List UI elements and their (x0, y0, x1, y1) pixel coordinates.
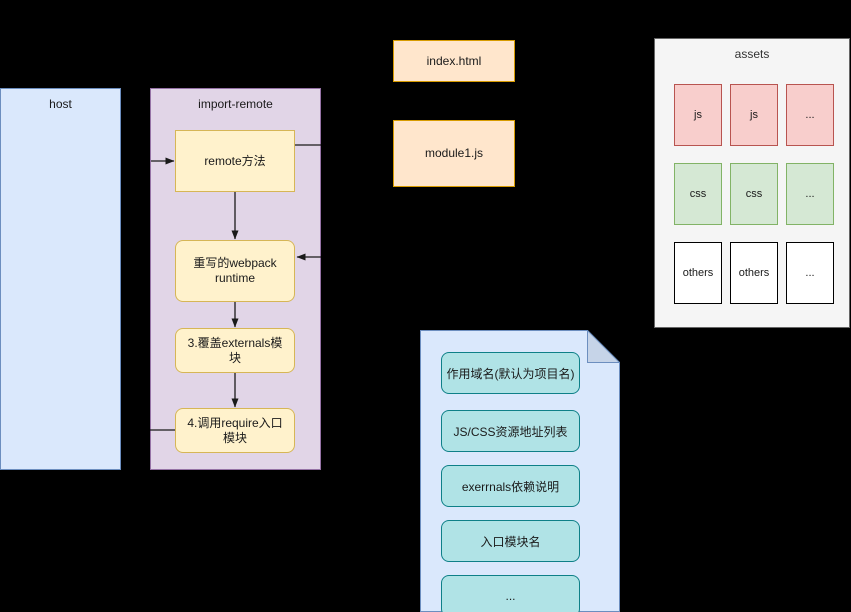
asset-cell-others-1[interactable]: others (674, 242, 722, 304)
process-box-rewritten-webpack-runtime[interactable]: 重写的webpack runtime (175, 240, 295, 302)
asset-cell-js-more[interactable]: ... (786, 84, 834, 146)
asset-cell-others-2[interactable]: others (730, 242, 778, 304)
lane-host-label: host (49, 97, 72, 111)
doc-item-js-css-url-list[interactable]: JS/CSS资源地址列表 (441, 410, 580, 452)
lane-import-remote-label: import-remote (198, 97, 273, 111)
process-box-remote-method[interactable]: remote方法 (175, 130, 295, 192)
asset-cell-js-1[interactable]: js (674, 84, 722, 146)
file-box-index-html[interactable]: index.html (393, 40, 515, 82)
doc-item-entry-module-name[interactable]: 入口模块名 (441, 520, 580, 562)
doc-item-externals-deps[interactable]: exerrnals依赖说明 (441, 465, 580, 507)
doc-item-more[interactable]: ... (441, 575, 580, 612)
assets-panel[interactable]: assets js js ... css css ... others othe… (654, 38, 850, 328)
doc-item-scope-name[interactable]: 作用域名(默认为项目名) (441, 352, 580, 394)
lane-host[interactable]: host (0, 88, 121, 470)
asset-cell-css-1[interactable]: css (674, 163, 722, 225)
asset-cell-css-2[interactable]: css (730, 163, 778, 225)
asset-cell-js-2[interactable]: js (730, 84, 778, 146)
process-box-call-require-entry[interactable]: 4.调用require入口模块 (175, 408, 295, 453)
asset-cell-css-more[interactable]: ... (786, 163, 834, 225)
manifest-document[interactable]: 作用域名(默认为项目名) JS/CSS资源地址列表 exerrnals依赖说明 … (420, 330, 620, 612)
file-box-module1-js[interactable]: module1.js (393, 120, 515, 187)
asset-cell-others-more[interactable]: ... (786, 242, 834, 304)
process-box-override-externals[interactable]: 3.覆盖externals模块 (175, 328, 295, 373)
assets-panel-title: assets (734, 47, 770, 61)
